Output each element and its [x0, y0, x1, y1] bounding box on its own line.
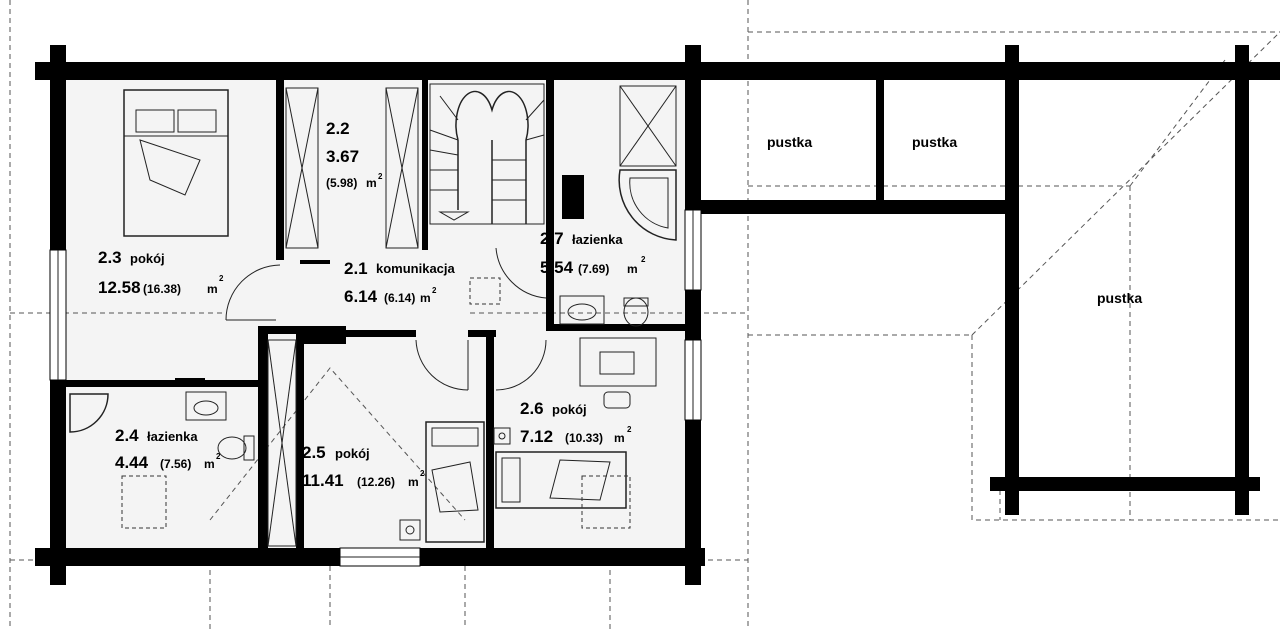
corner-bathtub-icon: [618, 169, 677, 241]
room-label-2-7: 2.7 łazienka 5.54 (7.69) m 2: [540, 229, 646, 277]
room-area: 6.14: [344, 287, 378, 306]
room-name: łazienka: [572, 232, 623, 247]
room-label-2-4: 2.4 łazienka 4.44 (7.56) m 2: [115, 426, 221, 472]
room-name: pokój: [335, 446, 370, 461]
toilet-icon: [217, 435, 255, 461]
desk-icon: [121, 475, 167, 529]
room-area: 4.44: [115, 453, 149, 472]
void-label: pustka: [1097, 290, 1142, 306]
room-unit-exp: 2: [432, 286, 437, 295]
staircase-icon: [429, 83, 545, 225]
radiator-icon: [175, 260, 501, 382]
toilet-icon: [623, 297, 649, 327]
room-unit: m: [614, 431, 625, 445]
floor-area: [66, 80, 686, 548]
room-unit: m: [408, 475, 419, 489]
room-area: 5.54: [540, 258, 574, 277]
room-area-gross: (10.33): [565, 431, 603, 445]
room-area-gross: (5.98): [326, 176, 357, 190]
walls: [35, 45, 1280, 585]
room-name: łazienka: [147, 429, 198, 444]
room-name: komunikacja: [376, 261, 456, 276]
room-label-2-1: 2.1 komunikacja 6.14 (6.14) m 2: [344, 259, 456, 306]
room-name: pokój: [552, 402, 587, 417]
room-code: 2.5: [302, 443, 326, 462]
room-unit: m: [366, 176, 377, 190]
room-area: 3.67: [326, 147, 359, 166]
wardrobe-icon: [267, 339, 297, 547]
room-code: 2.6: [520, 399, 544, 418]
windows: [49, 209, 702, 567]
desk-icon: [579, 337, 657, 387]
room-label-2-6: 2.6 pokój 7.12 (10.33) m 2: [520, 399, 632, 446]
shower-icon: [619, 85, 677, 167]
washbasin-icon: [559, 295, 605, 325]
chimney-icon: [399, 427, 511, 541]
room-unit: m: [204, 457, 215, 471]
room-label-2-2: 2.2 3.67 (5.98) m 2: [326, 119, 383, 190]
room-name: pokój: [130, 251, 165, 266]
room-code: 2.4: [115, 426, 139, 445]
room-code: 2.1: [344, 259, 368, 278]
room-area-gross: (7.56): [160, 457, 191, 471]
desk-icon: [581, 475, 631, 529]
room-area: 12.58: [98, 278, 141, 297]
room-area-gross: (16.38): [143, 282, 181, 296]
room-unit-exp: 2: [219, 274, 224, 283]
wardrobe-icon: [285, 87, 419, 249]
room-unit-exp: 2: [420, 469, 425, 478]
single-bed-icon: [425, 421, 485, 543]
room-code: 2.7: [540, 229, 564, 248]
room-area: 11.41: [302, 471, 344, 490]
room-unit-exp: 2: [378, 172, 383, 181]
room-unit: m: [627, 262, 638, 276]
double-bed-icon: [123, 89, 229, 237]
room-unit-exp: 2: [216, 452, 221, 461]
doors: [225, 247, 547, 391]
room-label-2-3: 2.3 pokój 12.58 (16.38) m 2: [98, 248, 224, 297]
room-label-2-5: 2.5 pokój 11.41 (12.26) m 2: [302, 443, 425, 490]
room-unit-exp: 2: [627, 425, 632, 434]
chair-icon: [603, 391, 631, 409]
room-area: 7.12: [520, 427, 553, 446]
single-bed-icon: [495, 451, 627, 509]
room-unit-exp: 2: [641, 255, 646, 264]
room-area-gross: (12.26): [357, 475, 395, 489]
void-label: pustka: [912, 134, 957, 150]
room-unit: m: [207, 282, 218, 296]
room-unit: m: [420, 291, 431, 305]
room-area-gross: (7.69): [578, 262, 609, 276]
room-area-gross: (6.14): [384, 291, 415, 305]
washbasin-icon: [185, 391, 227, 421]
room-code: 2.2: [326, 119, 350, 138]
room-code: 2.3: [98, 248, 122, 267]
void-label: pustka: [767, 134, 812, 150]
shower-icon: [69, 393, 109, 433]
